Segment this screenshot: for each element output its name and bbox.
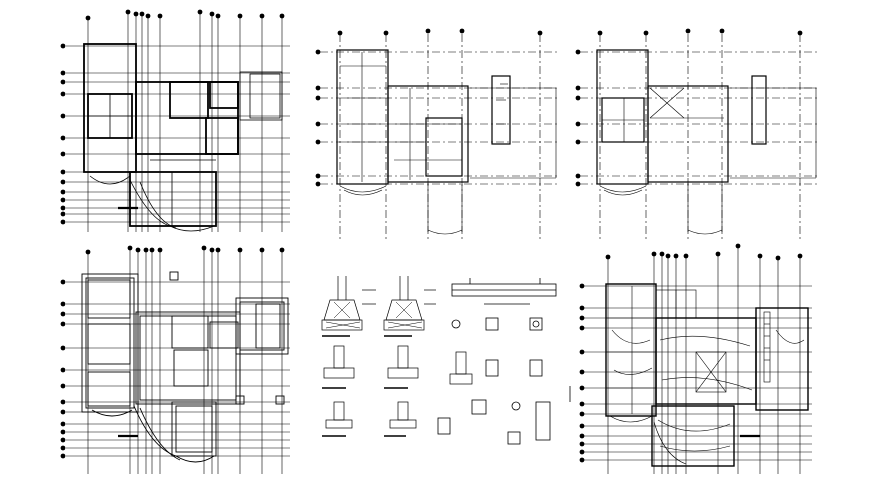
plan-top-right [575,28,818,240]
details-bottom-middle [321,276,571,445]
plan-bottom-right [579,243,812,474]
plan-top-middle [315,28,560,240]
plan-bottom-left [60,245,290,474]
plan-top-left [60,9,290,232]
